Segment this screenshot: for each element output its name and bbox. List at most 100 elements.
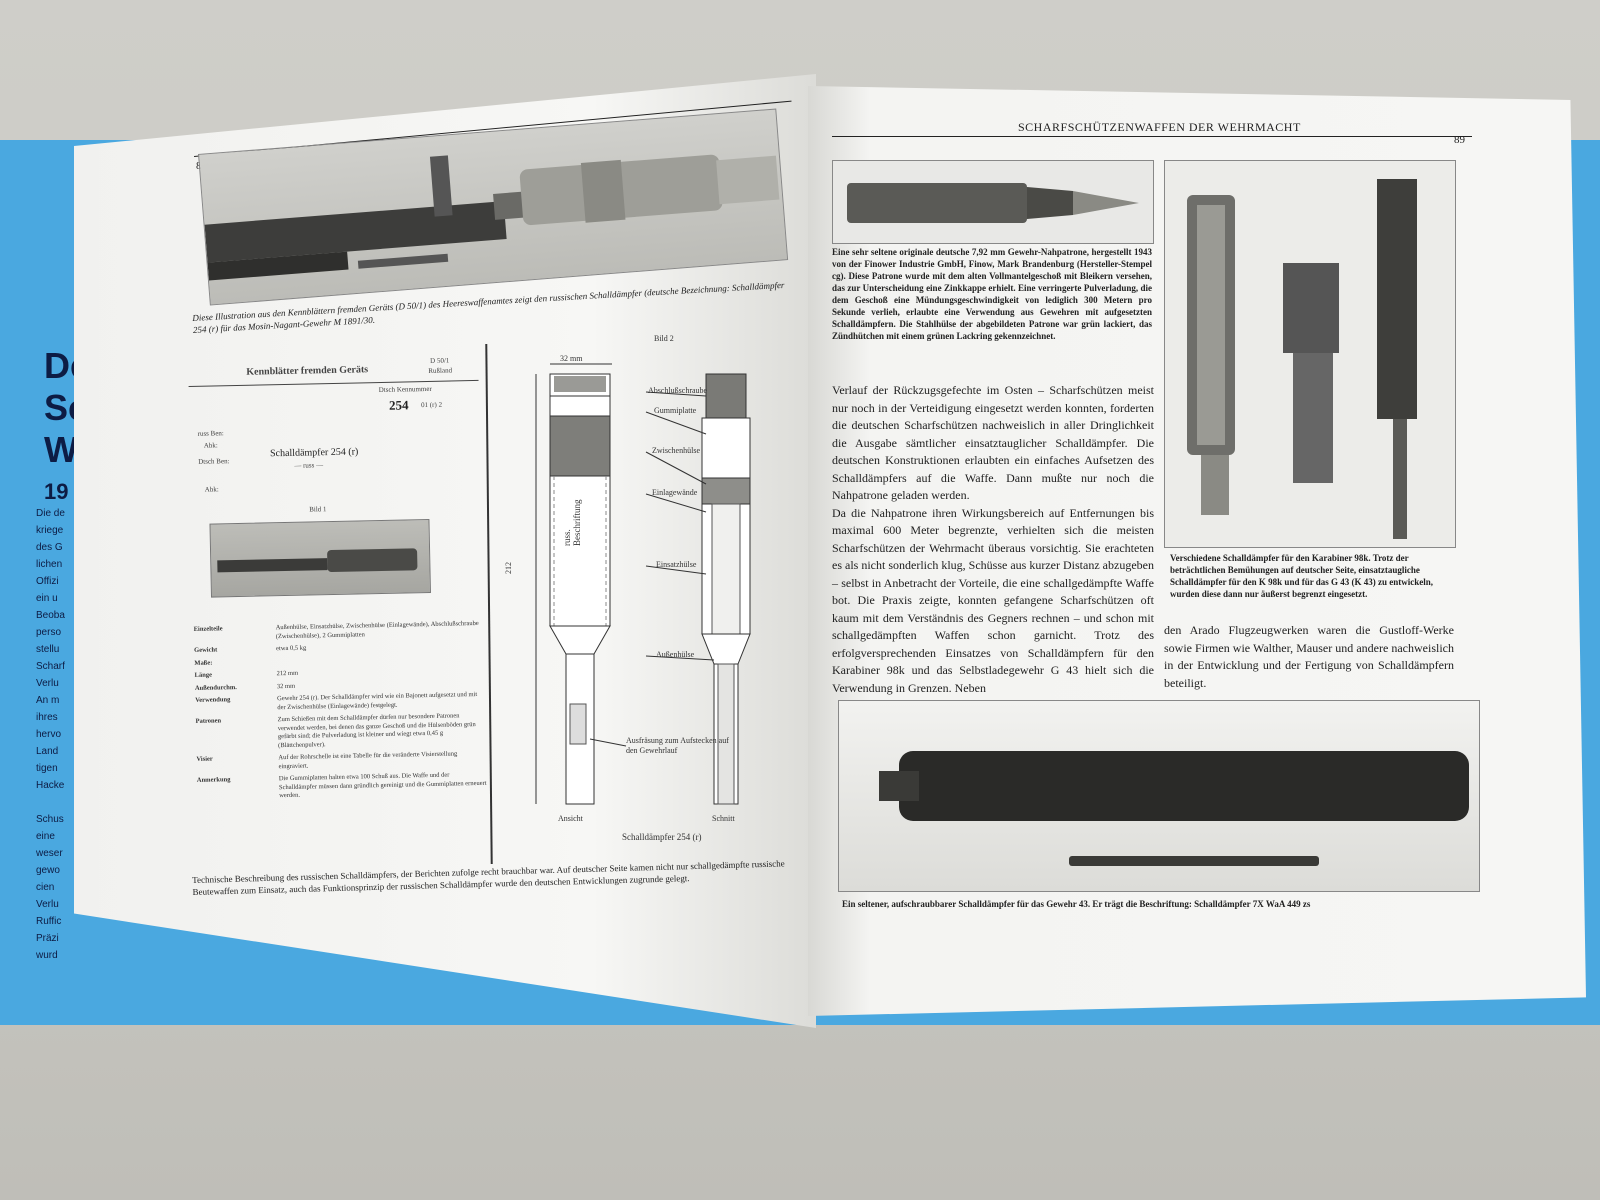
cover-text-line: hervo [36,729,62,740]
cover-text-line: Offizi [36,576,59,587]
sheet-number-suffix: 01 (r) 2 [420,400,443,410]
sheet-row: Gewicht etwa 0,5 kg [194,641,484,656]
sheet-row-label: Einzelteile [193,625,223,633]
diagram-dimension-side: 212 [504,562,513,574]
rifle-silencer-image [204,154,780,281]
diagram-drawing [535,363,751,805]
cover-text-line: ihres [36,712,58,723]
sheet-row-label: Anmerkung [196,776,231,784]
diagram-view-right: Schnitt [712,814,735,823]
cover-text-line: Präzi [36,933,59,944]
sheet-title: Schalldämpfer 254 (r) [269,446,359,460]
cover-text-line: Die de [36,508,65,519]
diagram-label-einsatzhuelse: Einsatzhülse [656,560,697,569]
sheet-row-value: 212 mm [276,669,299,678]
sheet-row-value [276,653,484,666]
g43-silencer-image [879,751,1469,866]
sheet-row-value: Außenhülse, Einsatzhülse, Zwischenhülse … [275,619,479,640]
cover-text-line: tigen [36,763,58,774]
diagram-note: Ausfräsung zum Aufstecken auf den Gewehr… [626,736,729,755]
silencers-photo [1164,160,1456,548]
cover-text-line: An m [36,695,60,706]
diagram-label-gummiplatte: Gummiplatte [654,406,697,415]
sheet-rule [188,379,479,387]
cover-text-line: ein u [36,593,58,604]
sheet-abk-2: Abk: [204,485,219,494]
cover-title-line: W [44,429,78,470]
cover-text-line: Ruffic [36,916,62,927]
right-bottom-caption: Ein seltener, aufschraubbarer Schalldämp… [842,899,1311,909]
right-body-side: den Arado Flugzeugwerken waren die Gustl… [1164,623,1454,690]
cover-text-line [36,794,70,811]
left-running-head: DEUTSCHE SCHARFSCHÜTZENWAFFEN 1914 – 194… [336,76,643,118]
sheet-row-value: Auf der Rohrschelle ist eine Tabelle für… [278,750,458,770]
diagram-label-einlagewaende: Einlagewände [652,488,698,497]
sheet-row: Verwendung Gewehr 254 (r). Der Schalldämp… [195,691,485,714]
sheet-row: Visier Auf der Rohrschelle ist eine Tabel… [196,750,486,773]
sheet-row-value: etwa 0,5 kg [276,644,307,653]
cover-text-line: Verlu [36,899,59,910]
cartridge-photo [832,160,1154,244]
sheet-row-value: Gewehr 254 (r). Der Schalldämpfer wird w… [277,691,478,711]
body-paragraph: Verlauf der Rückzugsgefechte im Osten – … [832,383,1154,502]
sheet-row: Anmerkung Die Gummiplatten halten etwa 10… [197,771,487,803]
right-body-main: Verlauf der Rückzugsgefechte im Osten – … [832,382,1154,697]
sheet-number: 254 [388,397,409,413]
sheet-heading: Kennblätter fremden Geräts [246,364,369,378]
diagram-bild-label: Bild 2 [654,334,674,343]
diagram-label-zwischenhuelse: Zwischenhülse [652,446,700,455]
cover-text-line: kriege [36,525,64,536]
cover-text-line: des G [36,542,63,553]
sheet-row-label: Außendurchm. [194,683,237,692]
cover-text-line: Land [36,746,59,757]
sheet-row-label: Maße: [194,659,213,667]
diagram-inner-text: russ. Beschriftung [562,499,582,547]
cover-text-line: perso [36,627,62,638]
sheet-country: Rußland [428,366,453,375]
cover-text-line: Hacke [36,780,65,791]
sheet-row-value: Zum Schießen mit dem Schalldämpfer dürfe… [277,712,476,749]
kennblatt-sheet: Kennblätter fremden Geräts D 50/1 Rußlan… [188,352,489,868]
cover-text-line: weser [36,848,63,859]
diagram-label-aussenhuelse: Außenhülse [656,650,695,659]
cover-title: De Sc W 19 [44,345,78,513]
sheet-row: Patronen Zum Schießen mit dem Schalldämpf… [196,712,487,752]
cover-title-line: De [44,345,78,386]
right-head-rule [832,136,1472,137]
left-page: DEUTSCHE SCHARFSCHÜTZENWAFFEN 1914 – 194… [74,74,816,1028]
diagram-dimension-top: 32 mm [560,354,583,363]
sheet-row-label: Gewicht [194,646,218,654]
cover-title-line: 19 [44,479,69,504]
cover-text-line: stellu [36,644,60,655]
right-page: SCHARFSCHÜTZENWAFFEN DER WEHRMACHT 89 Ei… [808,86,1586,1016]
sheet-row-label: Patronen [195,717,222,725]
sheet-rows: Einzelteile Außenhülse, Einsatzhülse, Zwi… [194,620,488,807]
cartridge-image [847,183,1139,223]
sheet-rifle-image [217,548,418,573]
silencer-diagram: Bild 2 32 mm [504,334,796,874]
cover-text-line: eine [36,831,55,842]
sheet-row: Einzelteile Außenhülse, Einsatzhülse, Zwi… [194,620,484,643]
cover-text-line: Schus [36,814,64,825]
cover-text-line: cien [36,882,55,893]
sheet-row-label: Visier [196,755,213,763]
sheet-code: D 50/1 [430,356,450,365]
sheet-row-label: Verwendung [195,696,231,704]
cover-text-line: Verlu [36,678,59,689]
sheet-row-value: 32 mm [276,682,296,690]
silencers-caption: Verschiedene Schalldämpfer für den Karab… [1170,553,1434,599]
sheet-photo [209,518,431,598]
sheet-russ-ben: russ Ben: [197,429,224,438]
sheet-kennummer-label: Dtsch Kennummer [378,384,432,395]
sheet-abk: Abk: [203,441,218,450]
cover-text-line: Beoba [36,610,65,621]
sheet-bild-label: Bild 1 [309,505,327,514]
cover-text-line: wurd [36,950,58,961]
cover-text-line: gewo [36,865,60,876]
diagram-view-left: Ansicht [558,814,583,823]
sheet-row-value: Die Gummiplatten halten etwa 100 Schuß a… [278,771,487,800]
diagram-label-abschlussschraube: Abschlußschraube [648,386,708,395]
g43-silencer-photo [838,700,1480,892]
